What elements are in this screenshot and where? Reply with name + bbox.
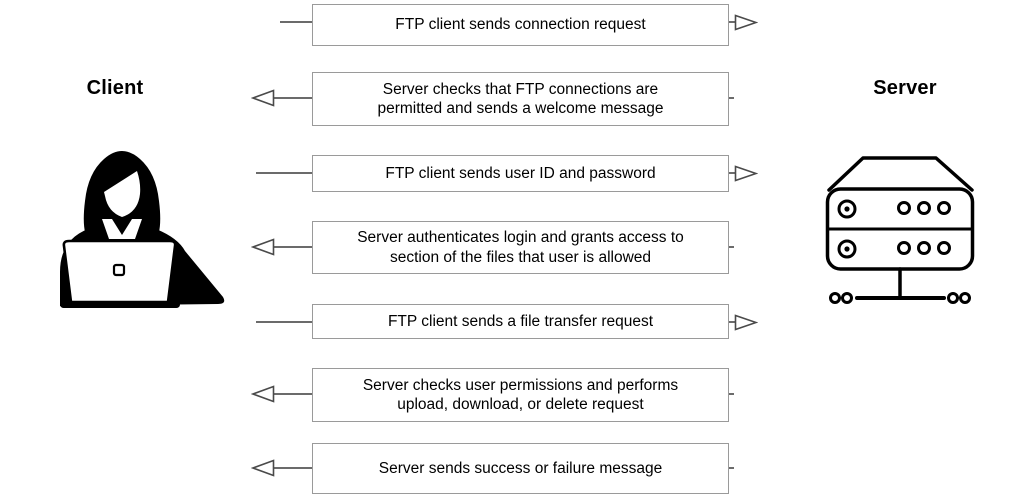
arrowhead-left-icon [251, 385, 275, 403]
server-label: Server [873, 77, 937, 99]
message-text: FTP client sends user ID and password [385, 164, 656, 182]
message-text: FTP client sends a file transfer request [387, 312, 654, 330]
arrowhead-right-icon [734, 314, 758, 331]
client-person-icon [60, 151, 225, 308]
message-box: FTP client sends user ID and password [312, 155, 729, 192]
arrowhead-left-icon [251, 459, 275, 477]
message-box: FTP client sends a file transfer request [312, 304, 729, 339]
message-text: Server authenticates login and grants ac… [357, 229, 684, 266]
arrowhead-right-icon [734, 14, 758, 31]
server-rack-icon [825, 156, 975, 304]
arrowhead-right-icon [734, 165, 758, 182]
message-box: FTP client sends connection request [312, 4, 729, 46]
message-text: Server sends success or failure message [378, 459, 663, 477]
message-box: Server authenticates login and grants ac… [312, 221, 729, 274]
message-text: FTP client sends connection request [395, 16, 646, 34]
arrowhead-left-icon [251, 89, 275, 107]
message-text: Server checks that FTP connections are p… [377, 80, 664, 117]
message-box: Server sends success or failure message [312, 443, 729, 494]
message-box: Server checks that FTP connections are p… [312, 72, 729, 126]
message-box: Server checks user permissions and perfo… [312, 368, 729, 422]
client-label: Client [86, 77, 144, 99]
message-text: Server checks user permissions and perfo… [362, 376, 679, 413]
arrowhead-left-icon [251, 238, 275, 256]
